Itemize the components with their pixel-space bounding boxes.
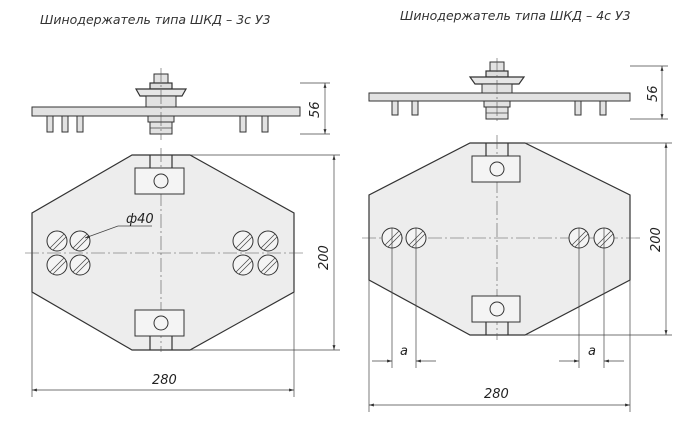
left-dim-280-label: 280 [152,373,177,388]
left-drawing: Шинодержатель типа ШКД – 3с У3 [25,12,340,397]
right-title: Шинодержатель типа ШКД – 4с У3 [400,8,631,23]
right-dim-a-right-label: a [588,344,596,359]
left-side-view [31,68,301,140]
left-dim-hole-label: ф40 [126,212,154,227]
right-dim-a-right: a [559,228,624,368]
right-drawing: Шинодержатель типа ШКД – 4с У3 56 [362,8,672,412]
right-dim-280: 280 [368,280,631,412]
left-plate: ф40 [25,148,305,352]
left-dim-200-label: 200 [317,245,332,270]
right-dim-a-left: a [372,228,436,368]
right-dim-a-left-label: a [400,344,408,359]
right-dim-200-label: 200 [649,227,664,252]
left-dim-280: 280 [31,292,295,397]
right-dim-56: 56 [630,65,668,120]
right-dim-280-label: 280 [484,387,509,402]
left-dim-200: 200 [190,154,340,351]
right-dim-200: 200 [525,142,672,336]
right-side-view [368,58,631,124]
left-dim-56: 56 [300,82,330,135]
right-dim-56-label: 56 [646,85,661,102]
left-dim-56-label: 56 [308,101,323,118]
right-hole-cluster [232,230,279,276]
right-plate [362,135,640,340]
left-title: Шинодержатель типа ШКД – 3с У3 [40,12,271,27]
